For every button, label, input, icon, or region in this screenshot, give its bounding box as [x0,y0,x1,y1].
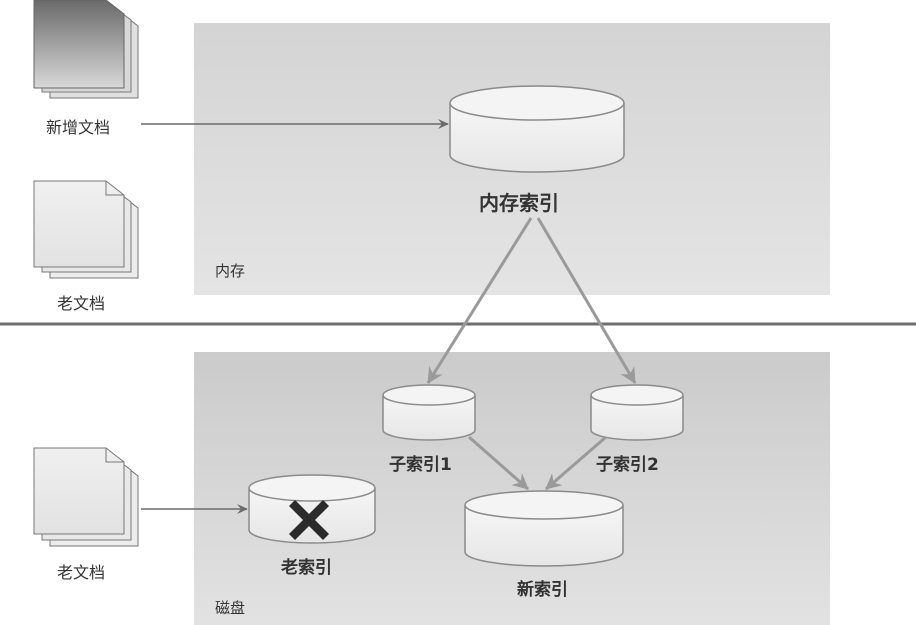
new-index-label: 新索引 [517,580,568,600]
sub-index-1-cylinder [382,384,476,441]
new-index-cylinder [464,490,624,567]
old-docs-disk-label: 老文档 [57,563,106,582]
arrow-sub-index-2-to-new-index [545,435,607,491]
arrow-sub-index-1-to-new-index [468,435,529,491]
new-docs-icon [33,0,139,99]
old-docs-memory-label: 老文档 [57,294,106,313]
sub-index-2-cylinder [590,384,684,441]
old-docs-memory-icon [33,180,139,279]
new-docs-label: 新增文档 [46,118,111,137]
memory-index-cylinder [449,85,625,173]
sub-index-2-label: 子索引2 [596,455,659,475]
arrow-memory-to-sub-index-1 [426,217,533,384]
memory-region-label: 内存 [215,262,246,280]
old-index-label: 老索引 [281,558,332,578]
old-index-cylinder [248,474,376,544]
disk-region-label: 磁盘 [215,599,246,617]
x-icon [289,500,329,540]
old-docs-disk-icon [33,447,139,547]
memory-index-label: 内存索引 [479,191,559,215]
sub-index-1-label: 子索引1 [389,455,452,475]
arrow-memory-to-sub-index-2 [536,217,637,384]
